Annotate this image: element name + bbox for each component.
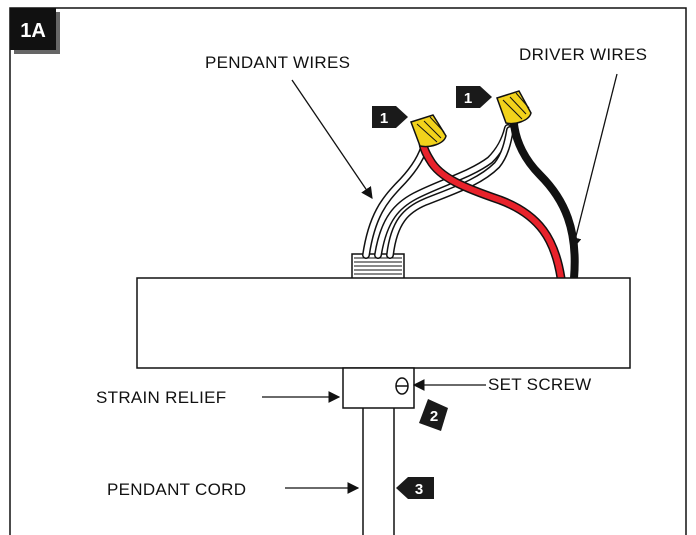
canopy-box — [136, 277, 631, 369]
step-badge-cord: 3 — [396, 477, 434, 499]
label-pendant-cord: PENDANT CORD — [107, 480, 246, 499]
set-screw — [395, 377, 409, 395]
black-driver-wire — [510, 120, 579, 282]
leader-driver-wires — [569, 73, 618, 250]
svg-text:1: 1 — [380, 110, 388, 127]
step-badge-connector-left: 1 — [372, 106, 408, 128]
label-pendant-wires: PENDANT WIRES — [205, 53, 350, 72]
pendant-cord — [362, 408, 395, 535]
leader-pendant-wires — [291, 79, 373, 199]
wire-nut-right — [496, 90, 532, 125]
label-strain-relief: STRAIN RELIEF — [96, 388, 226, 407]
svg-text:1: 1 — [464, 90, 472, 107]
label-driver-wires: DRIVER WIRES — [519, 45, 647, 64]
step-badge-connector-right: 1 — [456, 86, 492, 108]
figure-badge: 1A — [10, 8, 60, 54]
figure-id: 1A — [20, 20, 46, 42]
label-set-screw: SET SCREW — [488, 375, 591, 394]
wire-nut-left — [410, 114, 447, 148]
svg-text:2: 2 — [430, 408, 438, 425]
diagram-frame — [9, 7, 687, 535]
step-badge-set-screw: 2 — [419, 399, 448, 431]
svg-text:3: 3 — [415, 481, 423, 498]
